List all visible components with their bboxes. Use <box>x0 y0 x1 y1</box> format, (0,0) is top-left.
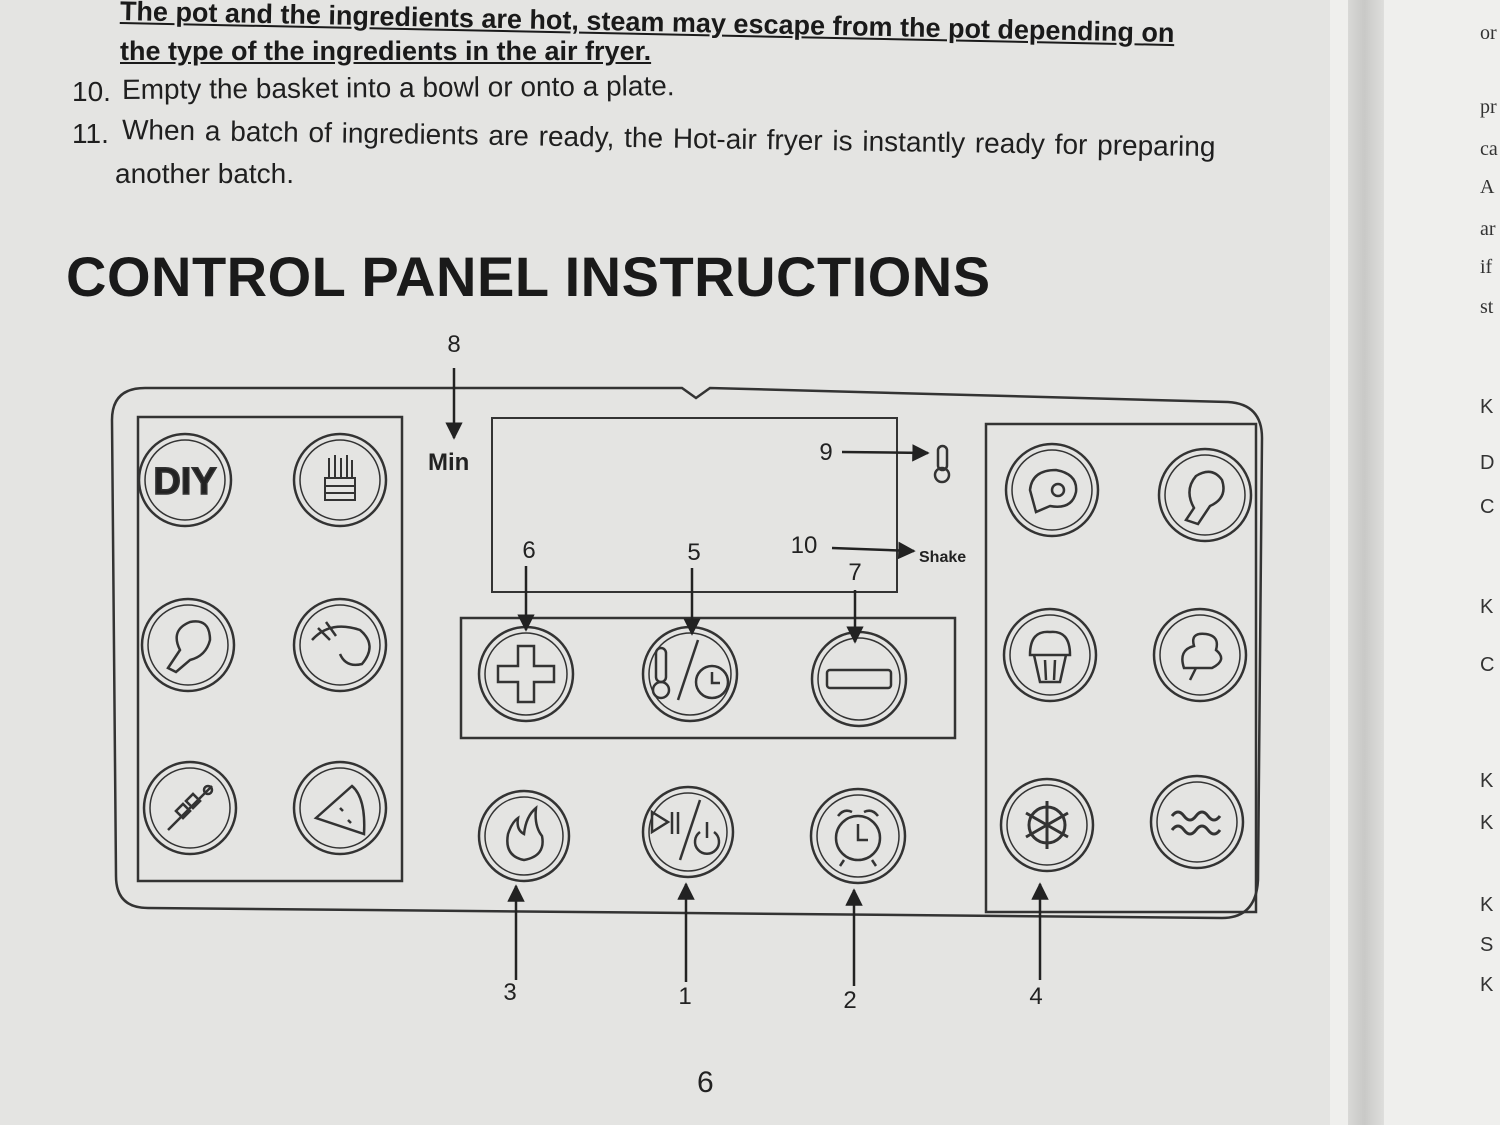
skewer-button[interactable] <box>142 760 238 856</box>
right-fragment: C <box>1480 496 1495 518</box>
callout-9: 9 <box>819 439 832 466</box>
vegetable-button[interactable] <box>1152 607 1248 703</box>
shrimp-icon <box>311 621 371 667</box>
page-number: 6 <box>697 1066 714 1099</box>
control-strip-box <box>459 616 957 740</box>
right-fragment: S <box>1480 934 1494 956</box>
callout-10: 10 <box>791 532 818 559</box>
arrow-10 <box>831 541 916 560</box>
fish-icon <box>166 620 212 674</box>
start-pause-power-icon <box>650 799 721 861</box>
right-fragment: K <box>1480 974 1494 996</box>
fish-button[interactable] <box>140 597 236 693</box>
left-preset-box <box>136 415 404 883</box>
shrimp-button[interactable] <box>292 597 388 693</box>
callout-7: 7 <box>848 559 861 586</box>
right-preset-box <box>984 422 1258 914</box>
display-min-label: Min <box>428 449 469 476</box>
minus-icon <box>825 668 893 690</box>
right-fragment: ar <box>1480 218 1496 240</box>
right-fragment: or <box>1480 22 1497 44</box>
minus-button[interactable] <box>810 630 908 728</box>
right-fragment: pr <box>1480 96 1497 118</box>
preheat-flame-icon <box>506 805 544 862</box>
vegetable-icon <box>1181 632 1223 681</box>
start-pause-power-button[interactable] <box>641 785 735 879</box>
preheat-button[interactable] <box>477 789 571 883</box>
right-fragment: K <box>1480 396 1494 418</box>
diy-label: DIY <box>153 461 216 503</box>
step-11-line-2: another batch. <box>115 158 295 189</box>
callout-1: 1 <box>678 983 691 1010</box>
defrost-icon <box>1025 801 1069 849</box>
alarm-timer-icon <box>834 809 882 867</box>
plus-button[interactable] <box>477 625 575 723</box>
warning-line-2: the type of the ingredients in the air f… <box>120 36 652 66</box>
display-box <box>491 417 898 593</box>
step-11-number: 11. <box>72 118 109 149</box>
callout-4: 4 <box>1029 983 1042 1010</box>
right-fragment: K <box>1480 894 1494 916</box>
pizza-icon <box>313 784 366 836</box>
fries-button[interactable] <box>292 432 388 528</box>
right-page-edge: or pr ca A ar if st K D C K C K K K S K <box>1384 0 1500 1125</box>
chicken-leg-icon <box>1184 470 1225 526</box>
chicken-leg-button[interactable] <box>1157 447 1253 543</box>
thermometer-icon <box>933 444 951 484</box>
diy-button[interactable]: DIY <box>137 432 233 528</box>
right-fragment: st <box>1480 296 1494 318</box>
alarm-timer-button[interactable] <box>809 787 907 885</box>
bacon-icon <box>1170 810 1222 836</box>
right-fragment: C <box>1480 654 1495 676</box>
temp-time-button[interactable] <box>641 625 739 723</box>
right-fragment: ca <box>1480 138 1498 160</box>
page-fold <box>1348 0 1384 1125</box>
right-fragment: K <box>1480 596 1494 618</box>
cake-icon <box>1028 630 1072 684</box>
steak-icon <box>1028 468 1078 514</box>
defrost-button[interactable] <box>999 777 1095 873</box>
callout-8: 8 <box>447 331 460 358</box>
panel-outline <box>110 386 1264 920</box>
steak-button[interactable] <box>1004 442 1100 538</box>
callout-2: 2 <box>843 987 856 1014</box>
fries-icon <box>324 455 356 501</box>
plus-icon <box>496 644 556 704</box>
right-fragment: if <box>1480 256 1493 278</box>
cake-button[interactable] <box>1002 607 1098 703</box>
callout-3: 3 <box>503 979 516 1006</box>
skewer-icon <box>167 784 214 831</box>
callout-5: 5 <box>687 539 700 566</box>
callout-6: 6 <box>522 537 535 564</box>
arrow-9 <box>841 444 930 462</box>
right-fragment: A <box>1480 176 1495 198</box>
step-10-number: 10. <box>72 76 111 107</box>
right-fragment: K <box>1480 812 1494 834</box>
page-heading: CONTROL PANEL INSTRUCTIONS <box>66 245 991 308</box>
right-fragment: D <box>1480 452 1495 474</box>
right-fragment: K <box>1480 770 1494 792</box>
pizza-button[interactable] <box>292 760 388 856</box>
bacon-button[interactable] <box>1149 774 1245 870</box>
temp-time-icon <box>651 639 730 701</box>
display-shake-label: Shake <box>919 549 966 566</box>
